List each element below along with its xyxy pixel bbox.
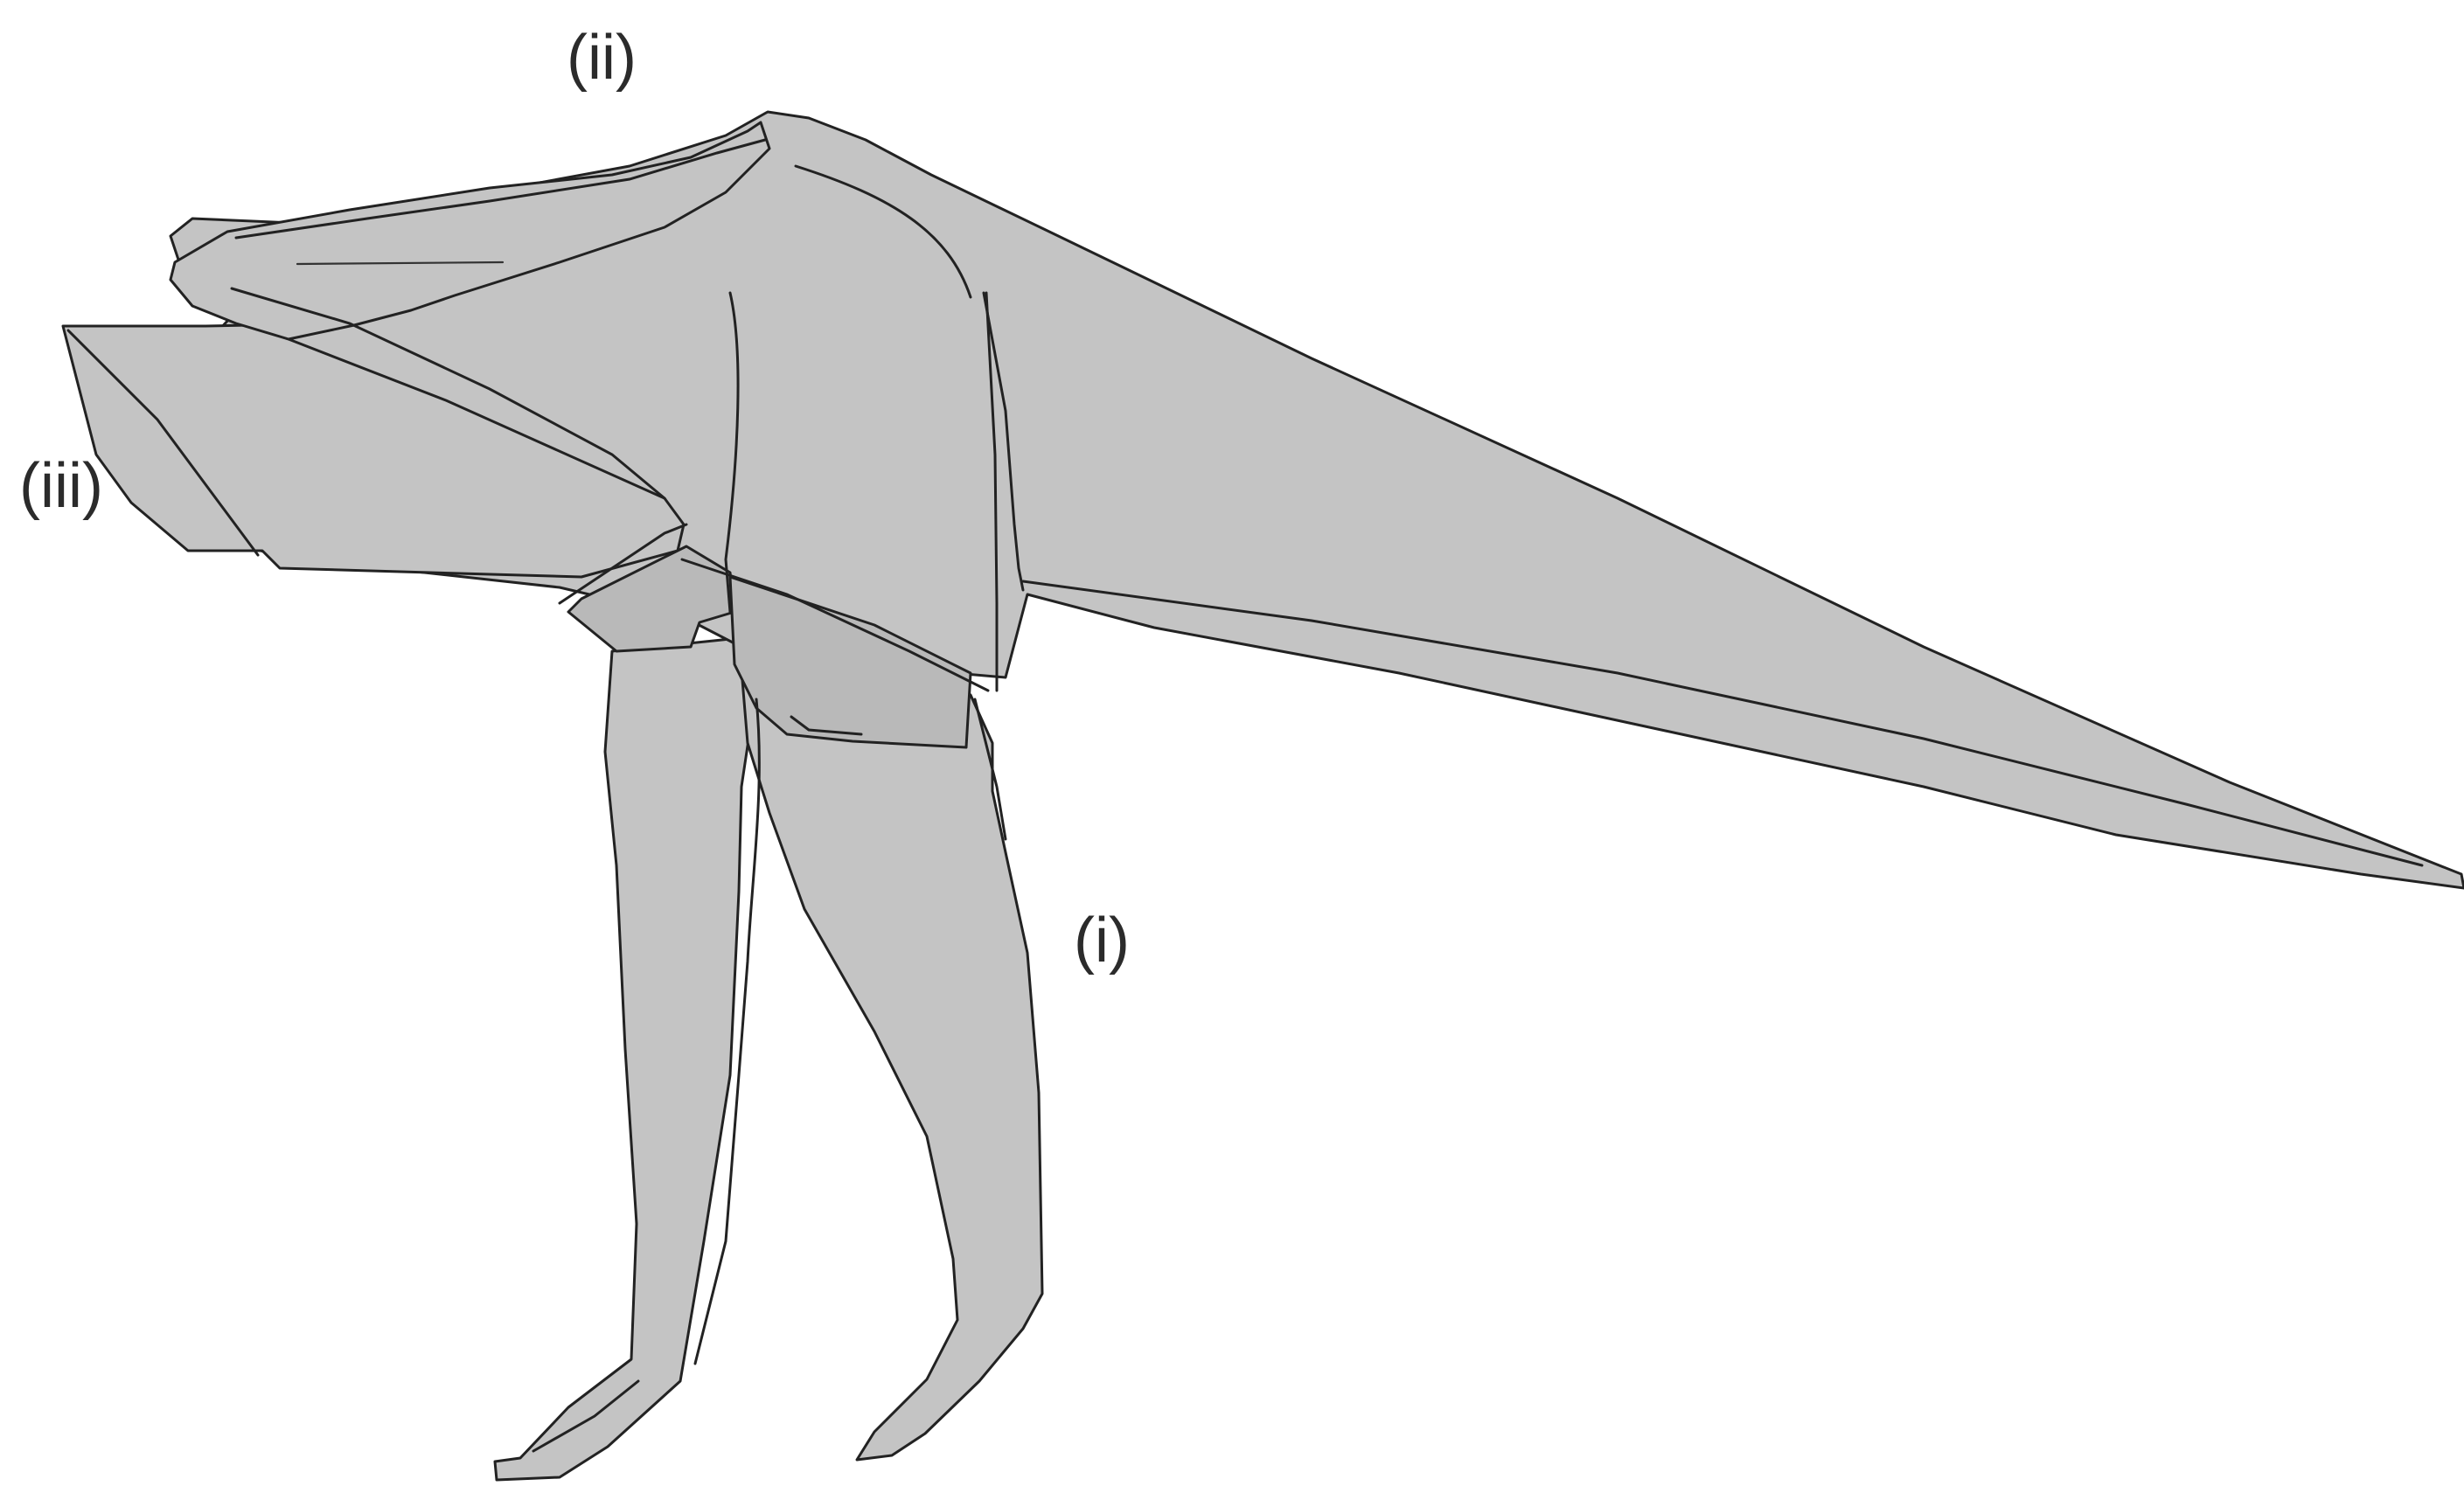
label-i: (i) [1074,909,1130,972]
label-iii: (iii) [19,455,103,517]
front-leg [739,638,1042,1460]
label-ii: (ii) [567,26,637,89]
back-leg [495,638,752,1480]
